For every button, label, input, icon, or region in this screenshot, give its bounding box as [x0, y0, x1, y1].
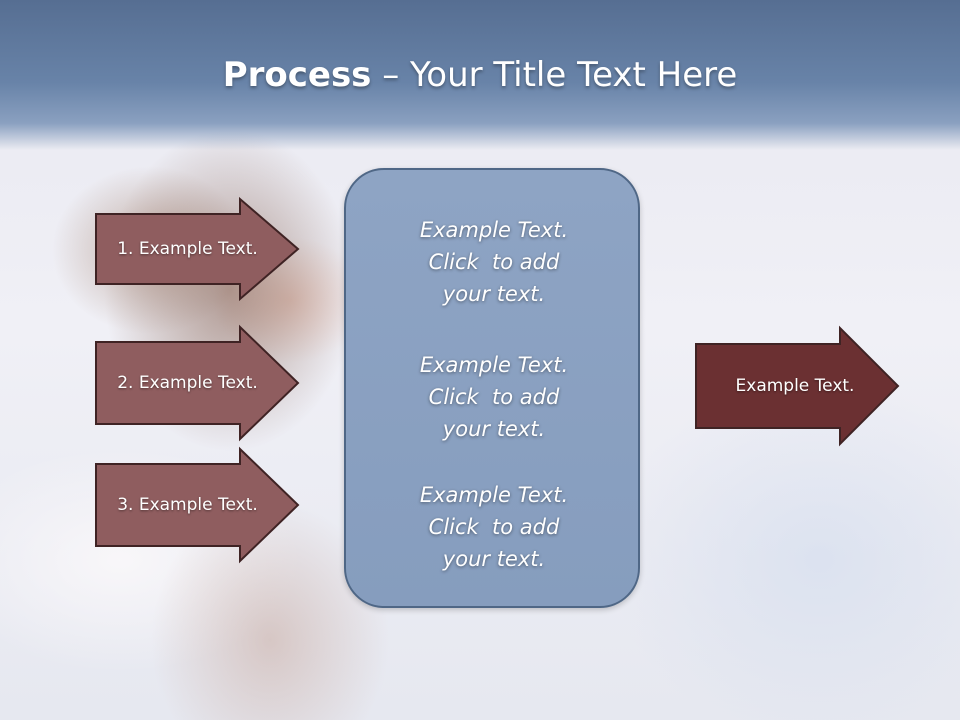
center-block-line: your text.: [442, 417, 546, 441]
center-block-line: Example Text.: [419, 218, 569, 242]
title-bar: [0, 0, 960, 150]
title-rest: – Your Title Text Here: [371, 55, 738, 95]
center-block-line: Example Text.: [419, 353, 569, 377]
result-arrow-shape: [695, 325, 900, 447]
center-text-box[interactable]: Example Text. Click to add your text. Ex…: [344, 168, 640, 608]
step-label-1: 1. Example Text.: [117, 239, 258, 259]
slide-title[interactable]: Process – Your Title Text Here: [0, 52, 960, 98]
result-arrow[interactable]: Example Text.: [695, 325, 900, 447]
center-block-line: your text.: [442, 282, 546, 306]
step-arrow-3[interactable]: 3. Example Text.: [95, 446, 300, 564]
center-block-line: Click to add: [428, 515, 560, 539]
center-block-line: Click to add: [428, 385, 560, 409]
arrow-shape-1: [95, 196, 300, 302]
step-arrow-1[interactable]: 1. Example Text.: [95, 196, 300, 302]
step-arrow-2[interactable]: 2. Example Text.: [95, 324, 300, 442]
result-label: Example Text.: [735, 376, 855, 396]
center-block-line: Click to add: [428, 250, 560, 274]
step-label-3: 3. Example Text.: [117, 495, 258, 515]
center-block-line: your text.: [442, 547, 546, 571]
center-block-line: Example Text.: [419, 483, 569, 507]
center-block-2: Example Text. Click to add your text.: [346, 349, 642, 445]
step-label-2: 2. Example Text.: [117, 373, 258, 393]
arrow-shape-3: [95, 446, 300, 564]
center-block-1: Example Text. Click to add your text.: [346, 214, 642, 310]
arrow-shape-2: [95, 324, 300, 442]
title-bold: Process: [222, 55, 372, 95]
center-block-3: Example Text. Click to add your text.: [346, 479, 642, 575]
